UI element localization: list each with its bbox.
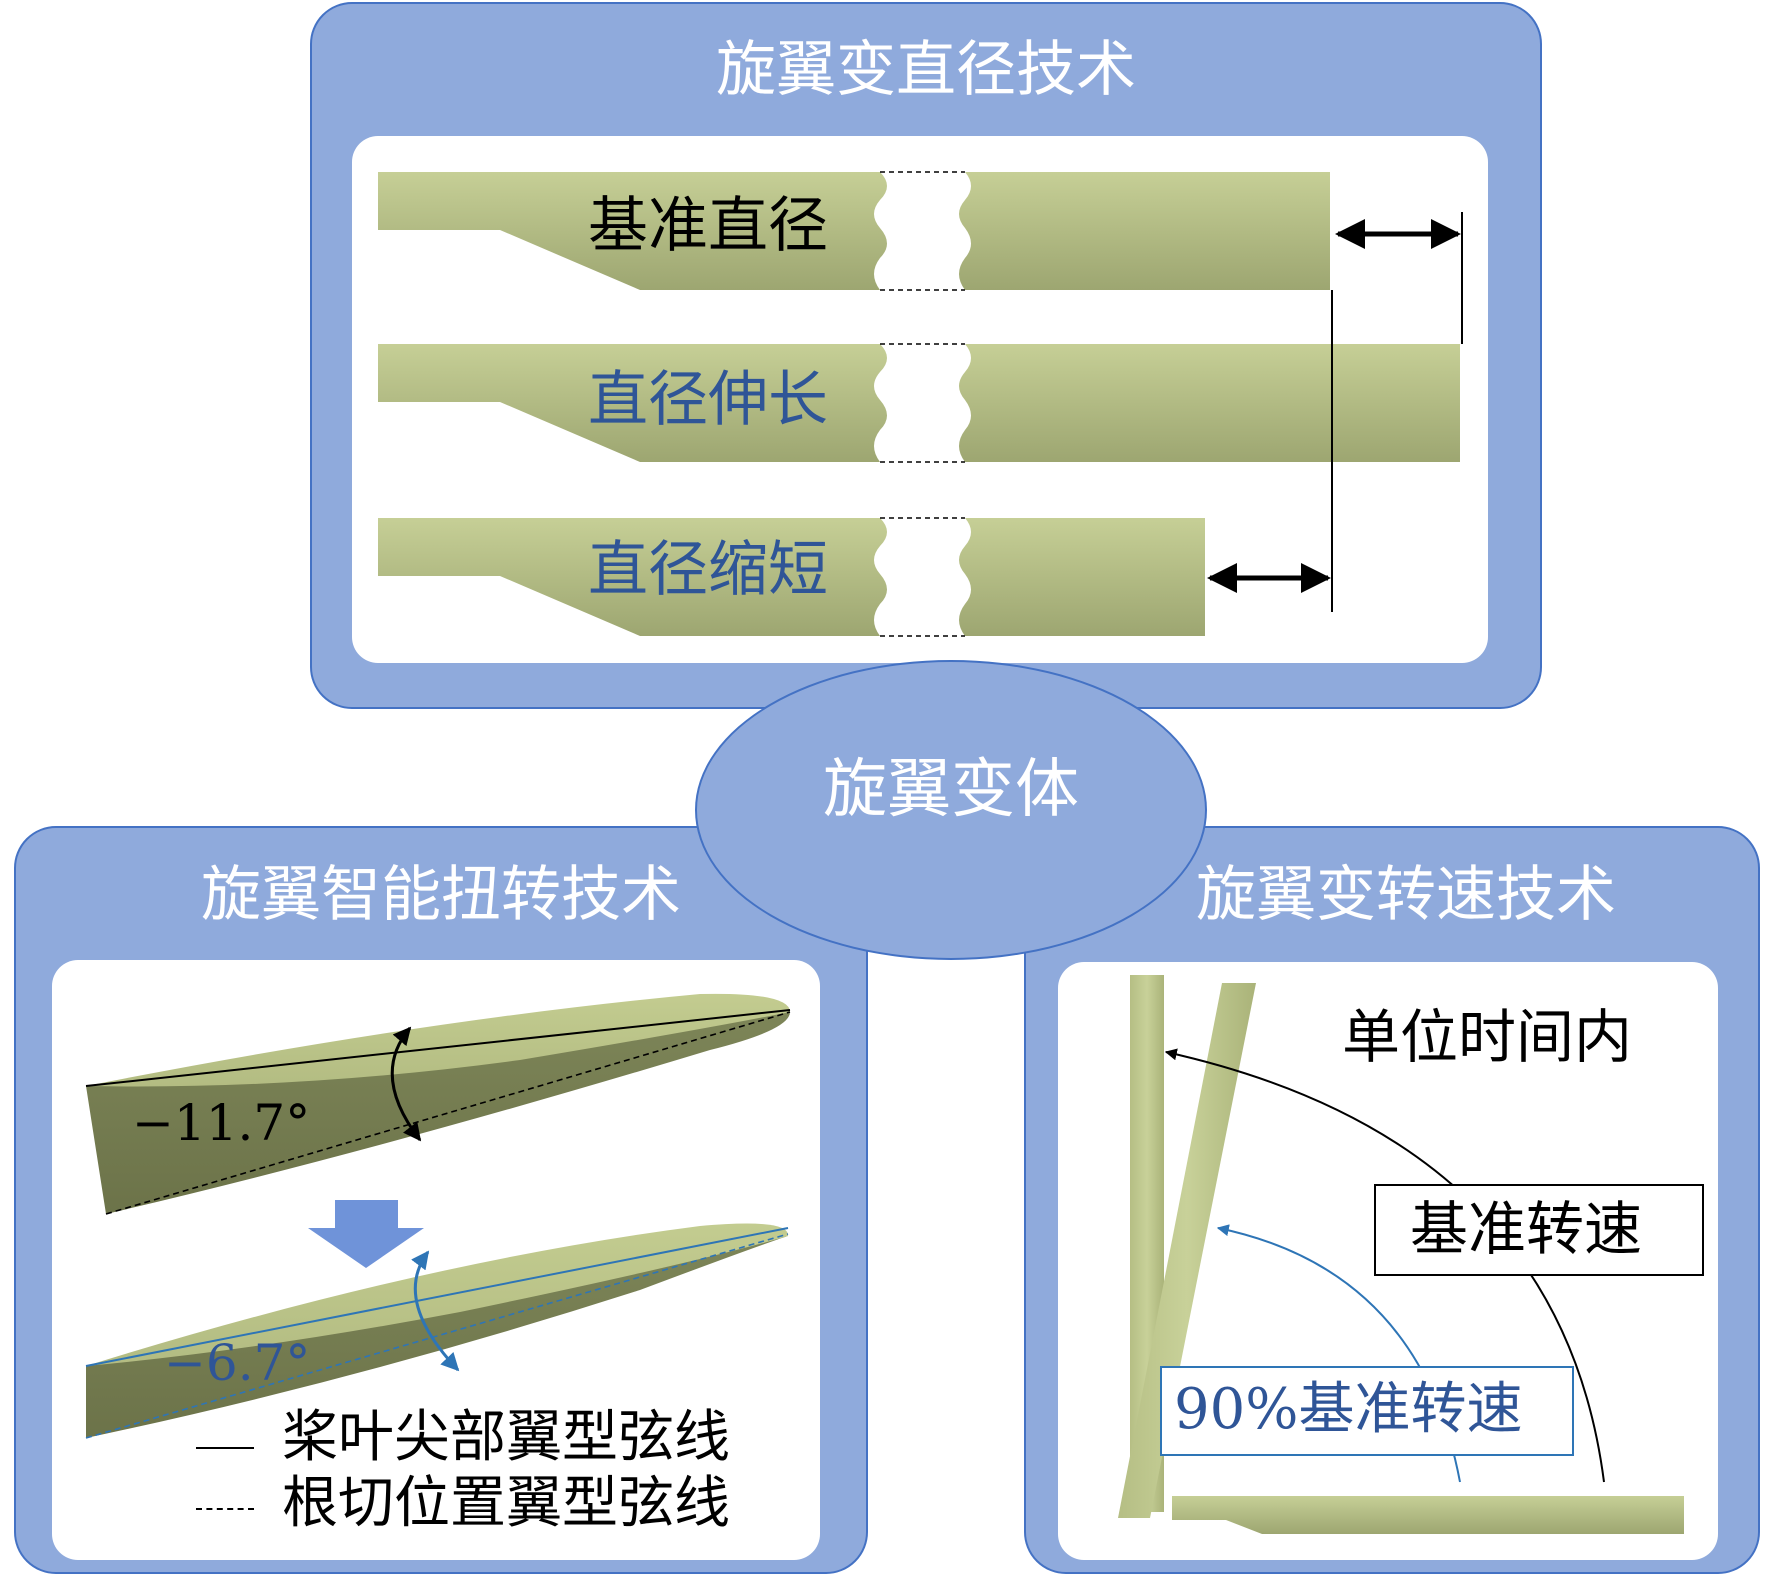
twist-blade-top (85, 993, 791, 1215)
unit-time-label: 单位时间内 (1342, 1003, 1633, 1071)
center-ellipse (695, 660, 1207, 960)
pct-speed-box (1160, 1366, 1574, 1456)
legend-root-chord-label: 根切位置翼型弦线 (282, 1471, 730, 1536)
right-panel-title: 旋翼变转速技术 (1196, 860, 1616, 930)
center-label: 旋翼变体 (823, 753, 1079, 827)
legend-tip-chord-label: 桨叶尖部翼型弦线 (282, 1405, 730, 1470)
rotor-blade-horizontal (1172, 1496, 1684, 1534)
twist-down-arrow (308, 1200, 424, 1268)
twist-blade-bottom (85, 1223, 789, 1439)
pct-speed-label: 90%基准转速 (1174, 1377, 1523, 1442)
rotor-blade-tilted (1118, 983, 1256, 1518)
label-reference-diameter: 基准直径 (588, 191, 828, 261)
legend-solid-line (196, 1447, 254, 1449)
blade-extended (378, 343, 1460, 463)
legend-dashed-line (196, 1508, 254, 1510)
left-panel-title: 旋翼智能扭转技术 (201, 860, 681, 930)
blade-shortened (378, 517, 1205, 637)
blade-reference (378, 171, 1330, 291)
top-panel-title: 旋翼变直径技术 (716, 35, 1136, 105)
label-diameter-shorten: 直径缩短 (588, 535, 828, 605)
ref-speed-label: 基准转速 (1410, 1195, 1643, 1263)
ref-speed-box (1374, 1184, 1704, 1276)
label-diameter-extend: 直径伸长 (588, 365, 828, 435)
angle-top-label: −11.7° (132, 1094, 311, 1152)
angle-bottom-label: −6.7° (164, 1334, 311, 1392)
